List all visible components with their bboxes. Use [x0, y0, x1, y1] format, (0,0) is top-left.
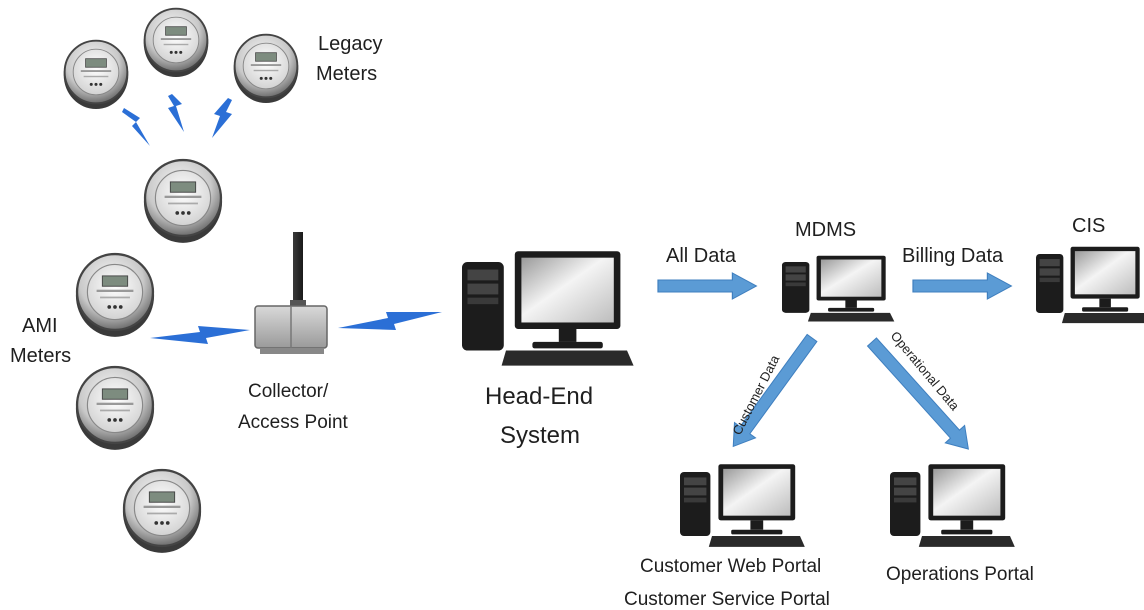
lightning-bolt-icon	[212, 98, 232, 138]
lightning-bolt-icon	[338, 312, 442, 330]
legacy-meter-1	[62, 39, 130, 111]
mdms-label: MDMS	[795, 219, 856, 241]
cis-label: CIS	[1072, 215, 1105, 237]
collector-label-line1: Collector/	[248, 381, 329, 402]
customer-service-portal-label: Customer Service Portal	[624, 589, 830, 610]
operational-data-arrow	[866, 337, 969, 450]
ami-meter-3	[121, 468, 203, 554]
lightning-bolt-icon	[168, 94, 184, 132]
ami-meters-label-line1: AMI	[22, 315, 58, 337]
operations-portal-label: Operations Portal	[886, 564, 1034, 585]
legacy-meter-3	[232, 33, 300, 105]
head-end-computer-icon	[462, 251, 634, 366]
billing-data-label: Billing Data	[902, 245, 1004, 267]
legacy-meter-2	[142, 7, 210, 79]
legacy-meters-label-line2: Meters	[316, 63, 377, 85]
lightning-bolt-icon	[150, 326, 250, 344]
head-end-label-line1: Head-End	[485, 383, 593, 410]
ami-meter-top	[142, 158, 224, 245]
all-data-label: All Data	[666, 245, 737, 267]
operations-portal-computer-icon	[890, 464, 1015, 547]
legacy-meters-label-line1: Legacy	[318, 33, 383, 55]
ami-meter-2	[74, 365, 156, 452]
customer-web-portal-label: Customer Web Portal	[640, 556, 821, 577]
billing-data-arrow	[912, 272, 1013, 300]
customer-portal-computer-icon	[680, 464, 805, 547]
lightning-bolt-icon	[122, 108, 150, 146]
customer-data-arrow	[732, 333, 818, 448]
all-data-arrow	[657, 272, 758, 300]
ami-meters-label-line2: Meters	[10, 345, 71, 367]
ami-meter-1	[74, 252, 156, 339]
cis-computer-icon	[1036, 246, 1144, 324]
collector-access-point-icon	[254, 232, 328, 354]
head-end-label-line2: System	[500, 422, 580, 449]
collector-label-line2: Access Point	[238, 412, 349, 433]
mdms-computer-icon	[782, 255, 895, 322]
